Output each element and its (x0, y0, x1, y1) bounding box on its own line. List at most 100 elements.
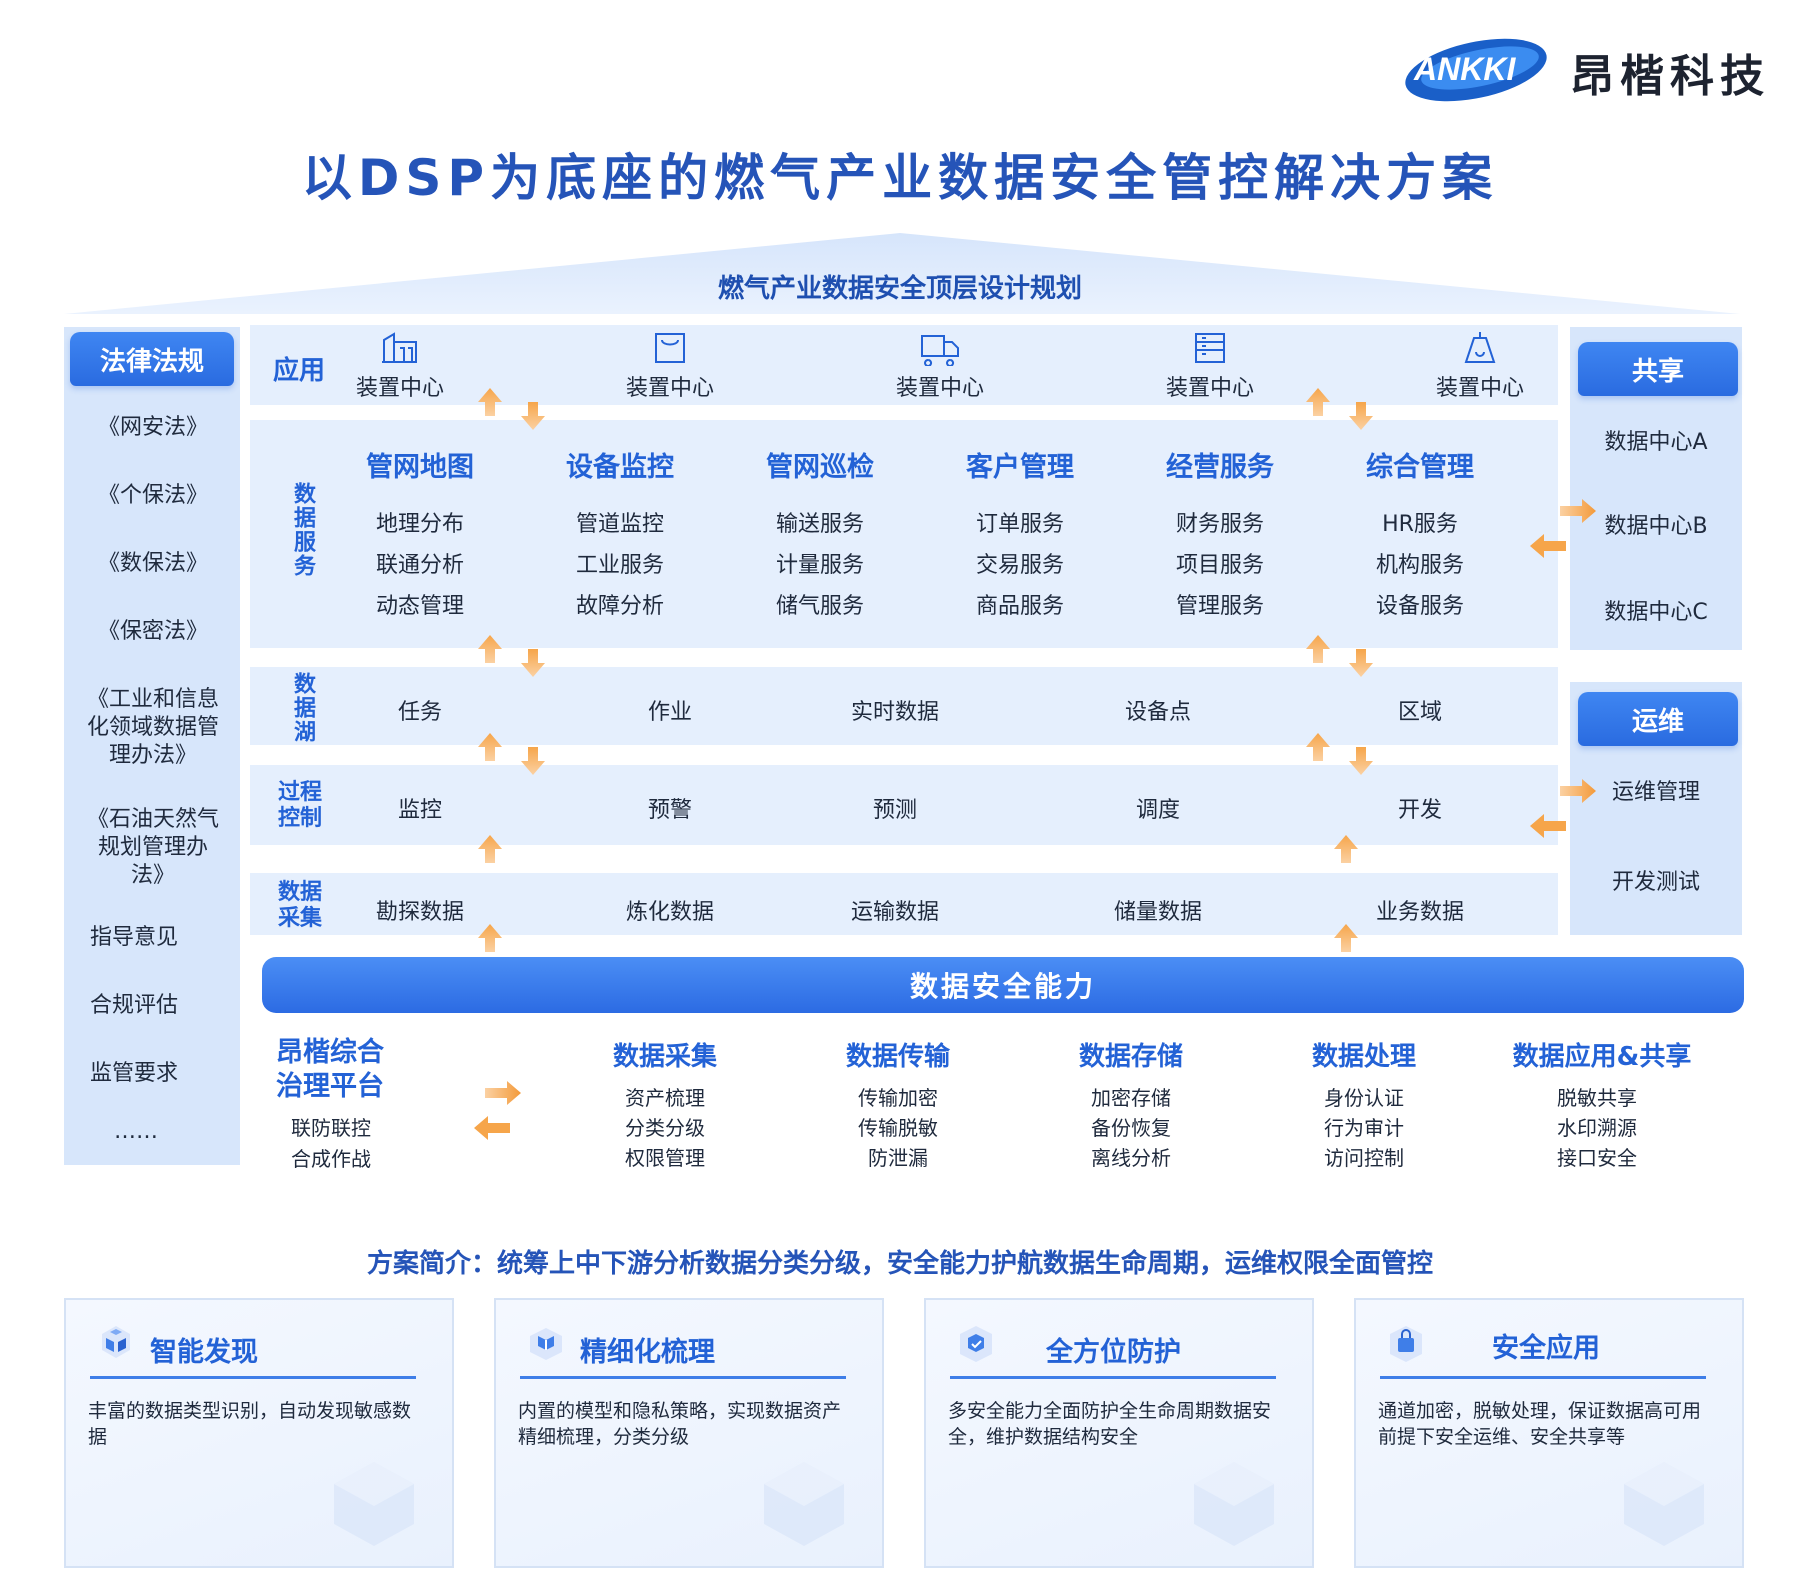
law-item: 《保密法》 (97, 619, 208, 644)
left-arrow (1530, 814, 1566, 838)
service-column-title: 管网巡检 (766, 452, 874, 483)
security-item: 访问控制 (1324, 1146, 1404, 1170)
law-item: 《个保法》 (97, 483, 208, 508)
roof-shape (64, 233, 1740, 314)
card-divider (520, 1376, 846, 1379)
up-arrow (1306, 388, 1330, 416)
law-item: 合规评估 (90, 993, 179, 1018)
process-control-item: 调度 (1135, 798, 1180, 823)
platform-item: 合成作战 (291, 1147, 371, 1171)
summary-text: 方案简介：统筹上中下游分析数据分类分级，安全能力护航数据生命周期，运维权限全面管… (366, 1249, 1433, 1279)
right-arrow (485, 1081, 521, 1105)
flow-arrows (474, 388, 1596, 1140)
card-text: 丰富的数据类型识别，自动发现敏感数据 (88, 1400, 412, 1448)
data-services-label: 数据服务 (290, 482, 315, 578)
app-item-label: 装置中心 (895, 376, 984, 401)
card-text: 多安全能力全面防护全生命周期数据安全，维护数据结构安全 (948, 1400, 1272, 1448)
law-item: 监管要求 (90, 1061, 179, 1086)
service-item: 储气服务 (775, 594, 864, 619)
security-item: 防泄漏 (868, 1146, 928, 1170)
service-item: 项目服务 (1175, 553, 1264, 578)
service-item: 地理分布 (375, 512, 464, 537)
platform-title-line1: 昂楷综合 (276, 1037, 384, 1068)
cube-decoration-icon (764, 1462, 844, 1546)
data-collection-item: 勘探数据 (375, 900, 464, 925)
data-collection-item: 运输数据 (850, 900, 939, 925)
service-column-title: 经营服务 (1166, 452, 1274, 483)
app-layer-row (250, 325, 1558, 405)
security-item: 行为审计 (1324, 1116, 1404, 1140)
service-column-title: 设备监控 (566, 452, 674, 483)
security-item: 权限管理 (625, 1146, 705, 1170)
security-column-title: 数据传输 (845, 1042, 950, 1072)
security-item: 备份恢复 (1091, 1116, 1171, 1140)
service-item: 交易服务 (975, 553, 1064, 578)
law-item: 指导意见 (90, 925, 179, 950)
cube-decoration-icon (334, 1462, 414, 1546)
service-item: 设备服务 (1375, 594, 1464, 619)
data-lake-item: 区域 (1397, 700, 1442, 725)
service-item: 订单服务 (975, 512, 1064, 537)
left-arrow (474, 1116, 510, 1140)
data-collection-item: 储量数据 (1113, 900, 1202, 925)
app-item-label: 装置中心 (625, 376, 714, 401)
feature-card: 全方位防护 多安全能力全面防护全生命周期数据安全，维护数据结构安全 (924, 1298, 1314, 1568)
service-item: 输送服务 (775, 512, 864, 537)
security-item: 分类分级 (625, 1116, 705, 1140)
data-lake-item: 实时数据 (850, 700, 939, 725)
data-lake-row (250, 667, 1558, 745)
feature-card: 精细化梳理 内置的模型和隐私策略，实现数据资产精细梳理，分类分级 (494, 1298, 884, 1568)
up-arrow (1334, 924, 1358, 952)
card-title: 精细化梳理 (580, 1337, 715, 1368)
share-header: 共享 (1578, 342, 1738, 396)
process-control-row (250, 765, 1558, 845)
app-item: 装置中心 (880, 330, 1000, 402)
page-title: 以DSP为底座的燃气产业数据安全管控解决方案 (301, 149, 1499, 207)
security-item: 接口安全 (1557, 1146, 1637, 1170)
right-arrow (1560, 499, 1596, 523)
service-item: 管理服务 (1175, 594, 1264, 619)
app-item: 装置中心 (340, 330, 460, 402)
up-arrow (478, 835, 502, 863)
cabinet-icon (1195, 333, 1225, 363)
app-item: 装置中心 (1420, 330, 1540, 402)
law-item: 《石油天然气规划管理办法》 (86, 807, 219, 888)
data-collection-row (250, 873, 1558, 935)
service-column-title: 综合管理 (1366, 452, 1474, 483)
secure-app-icon (1390, 1326, 1422, 1362)
up-arrow (1334, 835, 1358, 863)
up-arrow (1306, 635, 1330, 663)
security-column-title: 数据处理 (1311, 1042, 1416, 1072)
service-item: 机构服务 (1375, 553, 1464, 578)
security-item: 加密存储 (1091, 1086, 1171, 1110)
brand-logo-text: ANKKI (1413, 51, 1516, 87)
data-lake-item: 任务 (397, 700, 442, 725)
service-column-title: 管网地图 (366, 452, 474, 483)
process-control-item: 开发 (1397, 798, 1442, 823)
app-item-label: 装置中心 (355, 376, 444, 401)
card-divider (90, 1376, 416, 1379)
share-item: 数据中心C (1604, 600, 1708, 625)
law-item: 《数保法》 (97, 551, 208, 576)
process-control-item: 预测 (872, 798, 917, 823)
card-text: 内置的模型和隐私策略，实现数据资产精细梳理，分类分级 (518, 1400, 842, 1448)
card-divider (950, 1376, 1276, 1379)
data-services-row (250, 420, 1558, 648)
cube-decoration-icon (1194, 1462, 1274, 1546)
service-item: 商品服务 (975, 594, 1064, 619)
roof-title: 燃气产业数据安全顶层设计规划 (717, 274, 1082, 304)
ops-item: 开发测试 (1611, 870, 1700, 895)
security-item: 传输加密 (858, 1086, 938, 1110)
security-item: 身份认证 (1324, 1086, 1404, 1110)
security-column-title: 数据应用&共享 (1512, 1042, 1692, 1072)
up-arrow (1306, 733, 1330, 761)
feature-card: 安全应用 通道加密，脱敏处理，保证数据高可用前提下安全运维、安全共享等 (1354, 1298, 1744, 1568)
data-lake-item: 作业 (647, 700, 692, 725)
share-item: 数据中心A (1604, 430, 1708, 455)
data-collection-item: 业务数据 (1375, 900, 1464, 925)
law-item: 《网安法》 (97, 415, 208, 440)
truck-icon (921, 335, 959, 366)
up-arrow (478, 733, 502, 761)
service-item: 故障分析 (575, 594, 664, 619)
down-arrow (521, 747, 545, 775)
